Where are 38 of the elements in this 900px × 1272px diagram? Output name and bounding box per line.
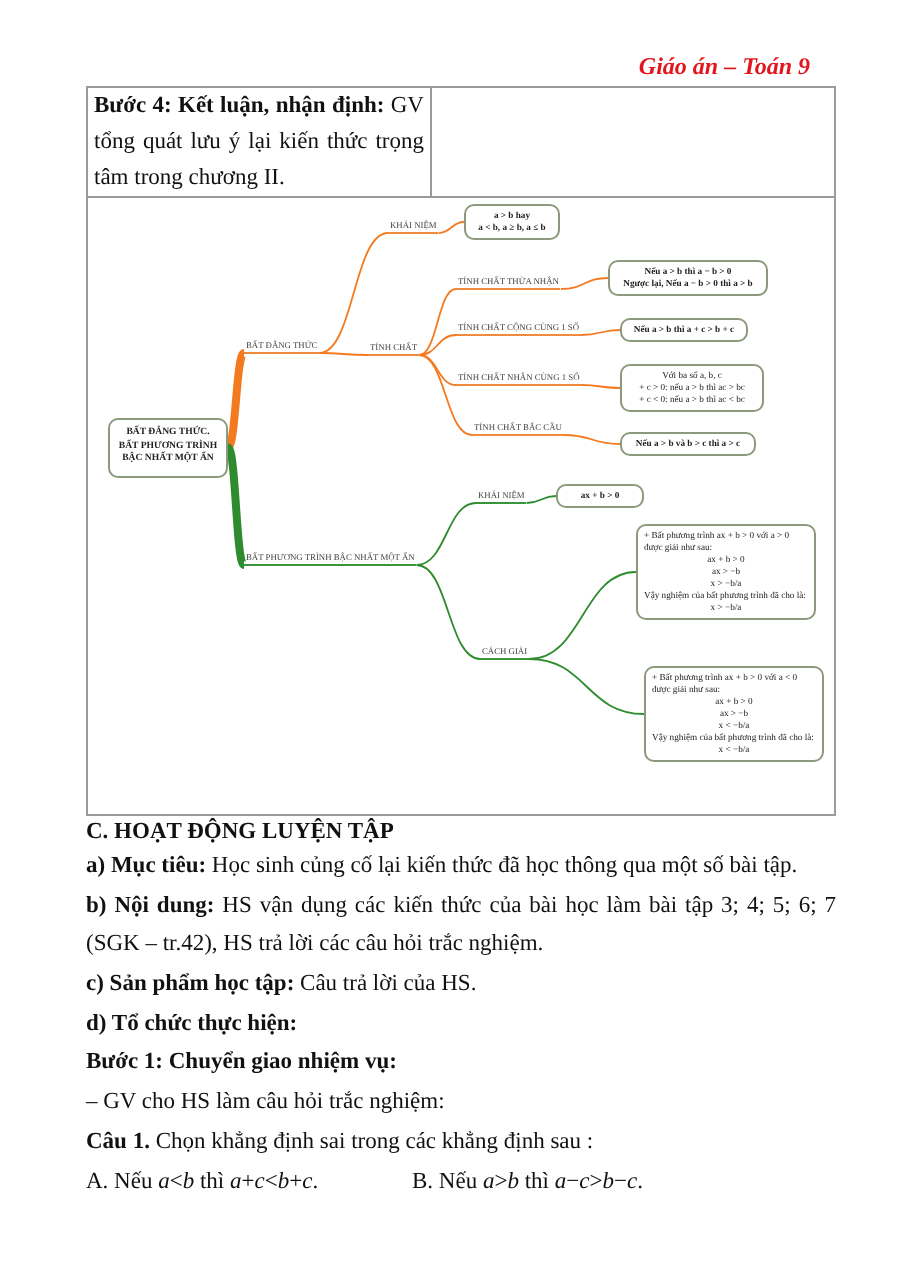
- branch-line: [418, 288, 457, 356]
- page-header: Giáo án – Toán 9: [638, 52, 810, 80]
- step-text: Bước 4: Kết luận, nhận định: GV tổng quát lưu ý lại kiến thức trọng tâm trong chương II.: [94, 91, 424, 193]
- section-heading: C. HOẠT ĐỘNG LUYỆN TẬP: [86, 817, 394, 845]
- objective-text: a) Mục tiêu: Học sinh củng cố lại kiến thức đã học thông qua một số bài tập.: [86, 852, 798, 880]
- branch-line: [224, 445, 248, 568]
- topic-box: [464, 204, 560, 240]
- instruction-text: – GV cho HS làm câu hỏi trắc nghiệm:: [86, 1088, 445, 1116]
- answer-option: B. Nếu a>b thì a−c>b−c.: [412, 1168, 643, 1196]
- topic-box: [620, 364, 764, 412]
- subsection-heading: d) Tổ chức thực hiện:: [86, 1010, 298, 1038]
- product-text: c) Sản phẩm học tập: Câu trả lời của HS.: [86, 970, 477, 998]
- topic-box: [636, 524, 816, 620]
- topic-box: [620, 432, 756, 456]
- branch-line: [563, 434, 621, 445]
- branch-line: [525, 495, 557, 504]
- branch-line: [418, 354, 457, 386]
- branch-line: [560, 277, 609, 290]
- branch-line: [437, 221, 465, 234]
- content-text: b) Nội dung: HS vận dụng các kiến thức của bài học làm bài tập 3; 4; 5; 6; 7 (SGK – tr.42), HS trả lời các câu hỏi trắc nghiệm.: [86, 891, 836, 960]
- branch-line: [415, 502, 477, 566]
- root-topic-box: [108, 418, 228, 477]
- topic-box: [620, 318, 748, 342]
- branch-line: [418, 354, 473, 436]
- branch-line: [418, 334, 457, 356]
- topic-box: [608, 260, 768, 296]
- step-heading: Bước 1: Chuyển giao nhiệm vụ:: [86, 1048, 397, 1076]
- branch-line: [415, 564, 481, 660]
- branch-line: [225, 350, 247, 451]
- branch-line: [528, 658, 645, 715]
- branch-line: [318, 232, 389, 354]
- topic-box: [644, 666, 824, 762]
- branch-line: [580, 329, 621, 336]
- question-text: Câu 1. Chọn khẳng định sai trong các khẳng định sau :: [86, 1128, 594, 1156]
- answer-option: A. Nếu a<b thì a+c<b+c.: [86, 1168, 319, 1196]
- branch-line: [580, 384, 621, 389]
- branch-line: [318, 352, 369, 356]
- topic-box: [556, 484, 644, 508]
